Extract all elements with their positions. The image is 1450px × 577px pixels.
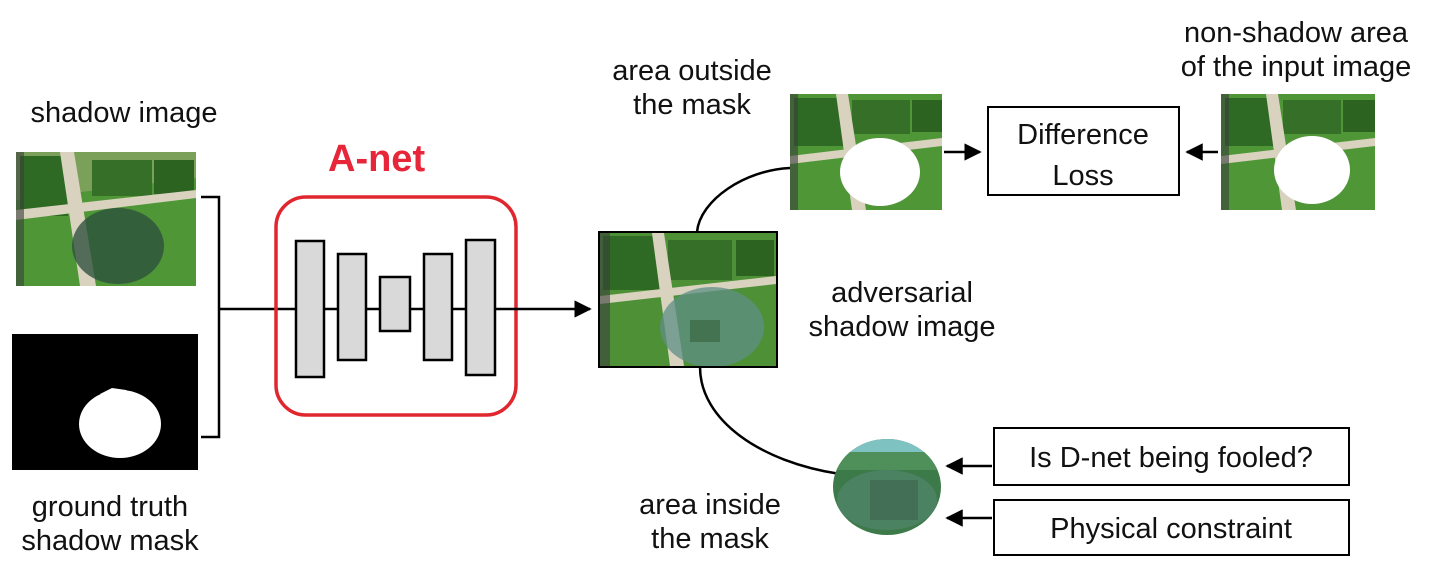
shadow-image-label: shadow image (30, 97, 218, 129)
area-inside-line-1: area inside (639, 489, 781, 521)
physical-constraint-box: Physical constraint (993, 499, 1350, 556)
adversarial-image-thumbnail (600, 233, 776, 366)
anet-layer-5 (464, 238, 497, 377)
area-outside-label: area outside the mask (592, 54, 792, 122)
area-inside-line-2: the mask (651, 523, 769, 555)
gt-mask-label-line-2: shadow mask (21, 525, 199, 557)
non-shadow-thumbnail (1221, 94, 1375, 210)
outside-mask-thumbnail (790, 94, 942, 210)
anet-layer-3 (378, 275, 412, 333)
anet-layer-2 (336, 252, 368, 362)
shadow-image-thumbnail (16, 152, 196, 286)
difference-loss-line-1: Difference (1017, 119, 1149, 151)
difference-loss-box: Difference Loss (987, 106, 1180, 196)
non-shadow-line-1: non-shadow area (1183, 17, 1409, 49)
dnet-fooled-box: Is D-net being fooled? (993, 427, 1350, 486)
adversarial-label: adversarial shadow image (790, 276, 1014, 344)
inside-mask-thumbnail (833, 439, 941, 535)
input-bracket (201, 195, 221, 439)
gt-mask-label: ground truth shadow mask (0, 490, 220, 558)
dnet-fooled-text: Is D-net being fooled? (1029, 442, 1313, 474)
area-outside-line-1: area outside (612, 55, 772, 87)
anet-layer-1 (294, 239, 326, 379)
gt-mask-label-line-1: ground truth (31, 491, 189, 523)
difference-loss-line-2: Loss (1052, 160, 1113, 192)
anet-outline (274, 195, 518, 417)
curve-to-inside (698, 366, 841, 476)
ground-truth-mask-thumbnail (12, 334, 198, 470)
anet-layer-4 (422, 252, 454, 362)
non-shadow-label: non-shadow area of the input image (1162, 16, 1430, 84)
adversarial-line-1: adversarial (831, 277, 973, 309)
anet-block (274, 195, 518, 417)
anet-title: A-net (328, 138, 426, 180)
non-shadow-line-2: of the input image (1180, 51, 1412, 83)
physical-constraint-text: Physical constraint (1050, 513, 1292, 545)
area-outside-line-2: the mask (633, 89, 751, 121)
area-inside-label: area inside the mask (610, 488, 810, 556)
adversarial-line-2: shadow image (808, 311, 996, 343)
curve-to-outside (695, 166, 791, 233)
